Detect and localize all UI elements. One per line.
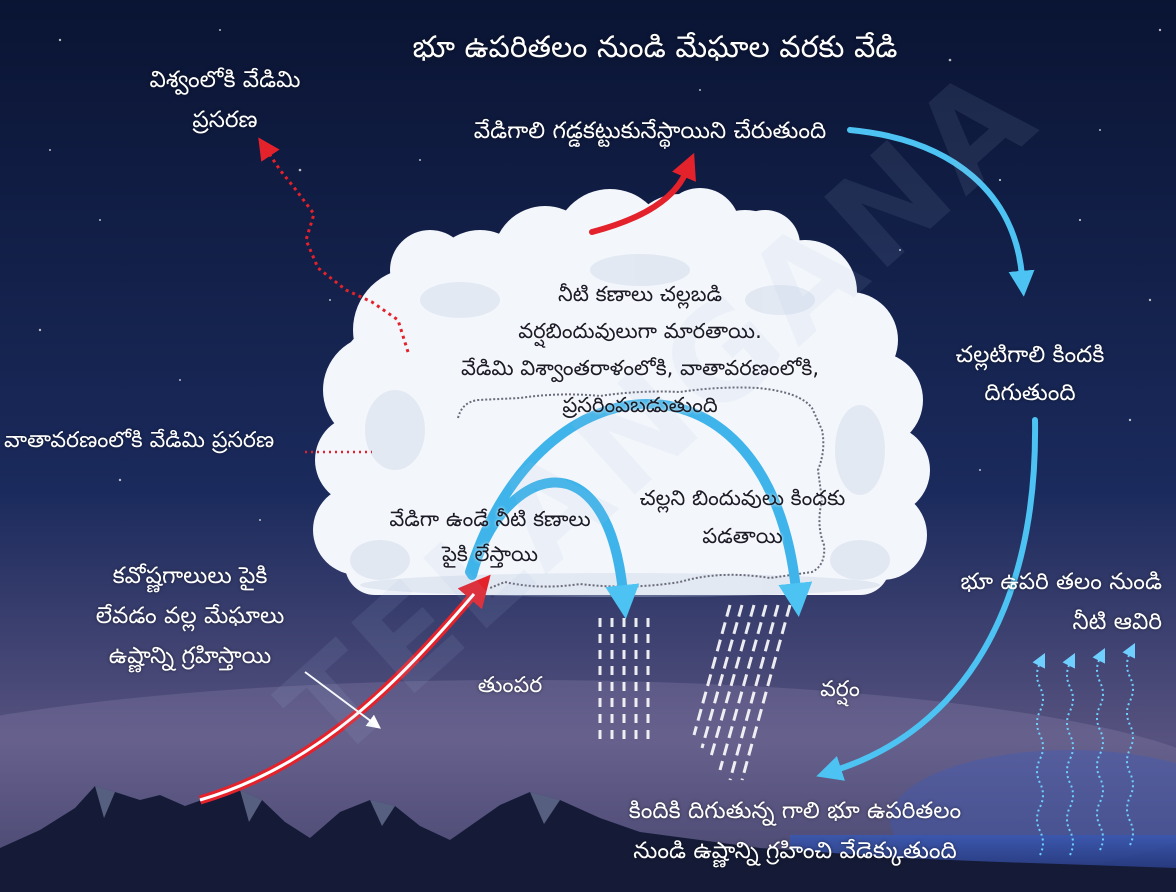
- label-line: కవోష్ణగాలులు పైకి: [112, 563, 268, 589]
- label-line: ఉష్ణాన్ని గ్రహిస్తాయి: [108, 643, 272, 669]
- cool-air-descends-label: చల్లటిగాలి కిందకి దిగుతుంది: [905, 336, 1155, 412]
- cool-air-arc-arrow: [847, 127, 1035, 297]
- label-line: పడతాయి: [702, 524, 783, 548]
- water-vapour-arrows: [1032, 642, 1136, 856]
- label-line: పైకి లేస్తాయి: [441, 542, 539, 566]
- label-line: వాతావరణంలోకి వేడిమి ప్రసరణ: [4, 428, 275, 453]
- label-line: వర్షం: [820, 677, 860, 702]
- label-line: లేవడం వల్ల మేఘాలు: [95, 603, 285, 629]
- label-line: విశ్వంలోకి వేడిమి: [149, 67, 301, 93]
- warm-winds-rise-label: కవోష్ణగాలులు పైకి లేవడం వల్ల మేఘాలు ఉష్ణ…: [55, 556, 325, 676]
- label-line: ప్రసరణ: [192, 107, 258, 133]
- warm-droplets-large-arc-arrow: [465, 399, 813, 618]
- in-cloud-label: నీటి కణాలు చల్లబడి వర్షబిందువులుగా మారతా…: [390, 276, 890, 424]
- rain-label: వర్షం: [795, 672, 885, 708]
- drizzle-streaks: [598, 618, 650, 740]
- label-line: చల్లని బిందువులు కిందకు: [639, 486, 846, 510]
- rain-streaks: [692, 604, 792, 781]
- label-line: చల్లటిగాలి కిందకి: [955, 342, 1105, 368]
- drizzle-label: తుంపర: [455, 668, 565, 704]
- heat-to-freezing-level-arrow: [589, 152, 696, 235]
- label-line: వర్షబిందువులుగా మారతాయి.: [518, 319, 762, 343]
- label-line: వేడిమి విశ్వాంతరాళంలోకి, వాతావరణంలోకి,: [460, 356, 820, 380]
- mountain-highlights: [95, 786, 560, 826]
- label-line: నుండి ఉష్ణాన్ని గ్రహించి వేడెక్కుతుంది: [633, 838, 957, 864]
- label-line: నీటి కణాలు చల్లబడి: [557, 282, 723, 306]
- cold-drops-fall-label: చల్లని బిందువులు కిందకు పడతాయి: [615, 479, 870, 555]
- cloud-core-outline: [457, 386, 826, 589]
- label-line: వేడిగా ఉండే నీటి కణాలు: [389, 507, 591, 531]
- radiation-to-space-arrow: [258, 137, 410, 353]
- radiation-to-atmosphere-label: వాతావరణంలోకి వేడిమి ప్రసరణ: [4, 423, 364, 459]
- descending-air-warms-label: కిందికి దిగుతున్న గాలి భూ ఉపరితలం నుండి …: [575, 791, 1015, 871]
- label-pointer-arrow: [304, 671, 381, 729]
- label-line: ప్రసరింపబడుతుంది: [562, 393, 718, 417]
- warm-droplets-rise-label: వేడిగా ఉండే నీటి కణాలు పైకి లేస్తాయి: [345, 502, 635, 572]
- mountain-silhouette: [0, 786, 1176, 892]
- diagram-title: భూ ఉపరితలం నుండి మేఘాల వరకు వేడి: [330, 26, 980, 70]
- label-line: కిందికి దిగుతున్న గాలి భూ ఉపరితలం: [628, 798, 962, 824]
- water-vapour-label: భూ ఉపరి తలం నుండి నీటి ఆవిరి: [890, 562, 1162, 642]
- label-line: దిగుతుంది: [984, 380, 1076, 406]
- stars: [38, 28, 1162, 521]
- cool-air-descending-arrow: [816, 417, 1039, 781]
- title-text: భూ ఉపరితలం నుండి మేఘాల వరకు వేడి: [412, 30, 898, 65]
- radiation-to-space-label: విశ్వంలోకి వేడిమి ప్రసరణ: [110, 60, 340, 140]
- warm-winds-rising-arrow-core: [199, 593, 476, 802]
- label-line: నీటి ఆవిరి: [1072, 609, 1162, 635]
- label-line: వేడిగాలి గడ్డకట్టుకునేస్థాయిని చేరుతుంది: [473, 118, 827, 144]
- label-line: తుంపర: [477, 673, 543, 698]
- freezing-level-label: వేడిగాలి గడ్డకట్టుకునేస్థాయిని చేరుతుంది: [420, 112, 880, 150]
- label-line: భూ ఉపరి తలం నుండి: [960, 569, 1162, 595]
- cumulus-cloud: [313, 188, 930, 597]
